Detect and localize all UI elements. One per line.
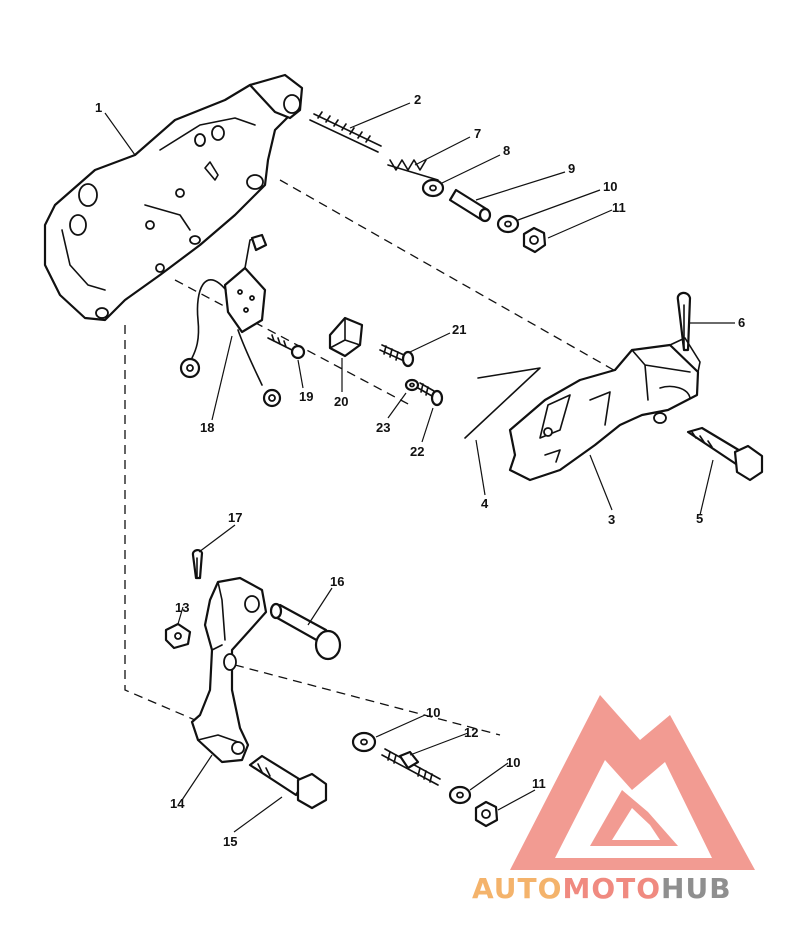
callout-3: 3 xyxy=(608,512,615,527)
washer-part-8 xyxy=(421,178,445,198)
callout-7: 7 xyxy=(474,126,481,141)
callout-11-lower: 11 xyxy=(532,776,546,791)
callout-4: 4 xyxy=(481,496,489,511)
callout-9: 9 xyxy=(568,161,575,176)
nut-part-11 xyxy=(522,226,547,254)
spring-part-7 xyxy=(387,159,439,181)
callout-13: 13 xyxy=(175,600,189,615)
clevis-pin-part-16 xyxy=(269,602,342,661)
callout-8: 8 xyxy=(503,143,510,158)
screw-part-21 xyxy=(379,344,415,368)
callout-20: 20 xyxy=(334,394,348,409)
callout-17: 17 xyxy=(228,510,242,525)
main-bracket-part-1 xyxy=(43,73,304,322)
callout-18: 18 xyxy=(200,420,214,435)
callout-10-top: 10 xyxy=(603,179,617,194)
callout-22: 22 xyxy=(410,444,424,459)
lever-bracket-part-3 xyxy=(508,337,701,482)
screw-part-22 xyxy=(417,382,444,407)
watermark-moto: MOTO xyxy=(562,872,661,905)
watermark-hub: HUB xyxy=(661,872,732,905)
stud-part-2 xyxy=(309,111,382,153)
cotter-pin-part-6 xyxy=(676,291,692,352)
callout-10-lower-b: 10 xyxy=(506,755,520,770)
callout-16: 16 xyxy=(330,574,344,589)
callout-1: 1 xyxy=(95,100,102,115)
callout-5: 5 xyxy=(696,511,703,526)
lockwasher-part-23 xyxy=(404,378,420,392)
shoulder-bolt-part-5 xyxy=(686,426,764,482)
leader-lines xyxy=(104,102,735,833)
sleeve-part-9 xyxy=(448,188,492,223)
screw-part-19 xyxy=(267,334,306,360)
callout-19: 19 xyxy=(299,389,313,404)
watermark-auto: AUTO xyxy=(472,872,562,905)
assembly-dashed-lines xyxy=(124,179,641,736)
callout-12: 12 xyxy=(464,725,478,740)
nut-part-11-lower xyxy=(474,800,499,828)
stud-part-12 xyxy=(381,748,441,786)
callout-2: 2 xyxy=(414,92,421,107)
callout-labels: 1 2 7 8 9 10 11 6 3 4 5 21 18 19 20 23 2… xyxy=(95,92,745,849)
automotohub-watermark: AUTOMOTOHUB xyxy=(472,695,755,905)
cotter-pin-part-17 xyxy=(191,549,204,580)
callout-11-top: 11 xyxy=(612,200,626,215)
washer-part-10 xyxy=(496,214,520,234)
callout-23: 23 xyxy=(376,420,390,435)
callout-21: 21 xyxy=(452,322,466,337)
watermark-text: AUTOMOTOHUB xyxy=(472,872,732,905)
washer-part-10-lower-b xyxy=(448,785,472,805)
callout-15: 15 xyxy=(223,834,237,849)
clamp-part-20 xyxy=(328,316,364,358)
stud-part-13 xyxy=(164,622,192,650)
switch-harness-part-18 xyxy=(179,233,282,408)
shoulder-bolt-part-15 xyxy=(248,754,328,810)
spring-wire-part-4 xyxy=(464,367,541,439)
callout-14: 14 xyxy=(170,796,185,811)
washer-part-10-lower-a xyxy=(351,731,377,753)
callout-10-lower-a: 10 xyxy=(426,705,440,720)
automotohub-logo-mark xyxy=(510,695,755,870)
link-arm-part-14 xyxy=(190,576,268,764)
callout-6: 6 xyxy=(738,315,745,330)
